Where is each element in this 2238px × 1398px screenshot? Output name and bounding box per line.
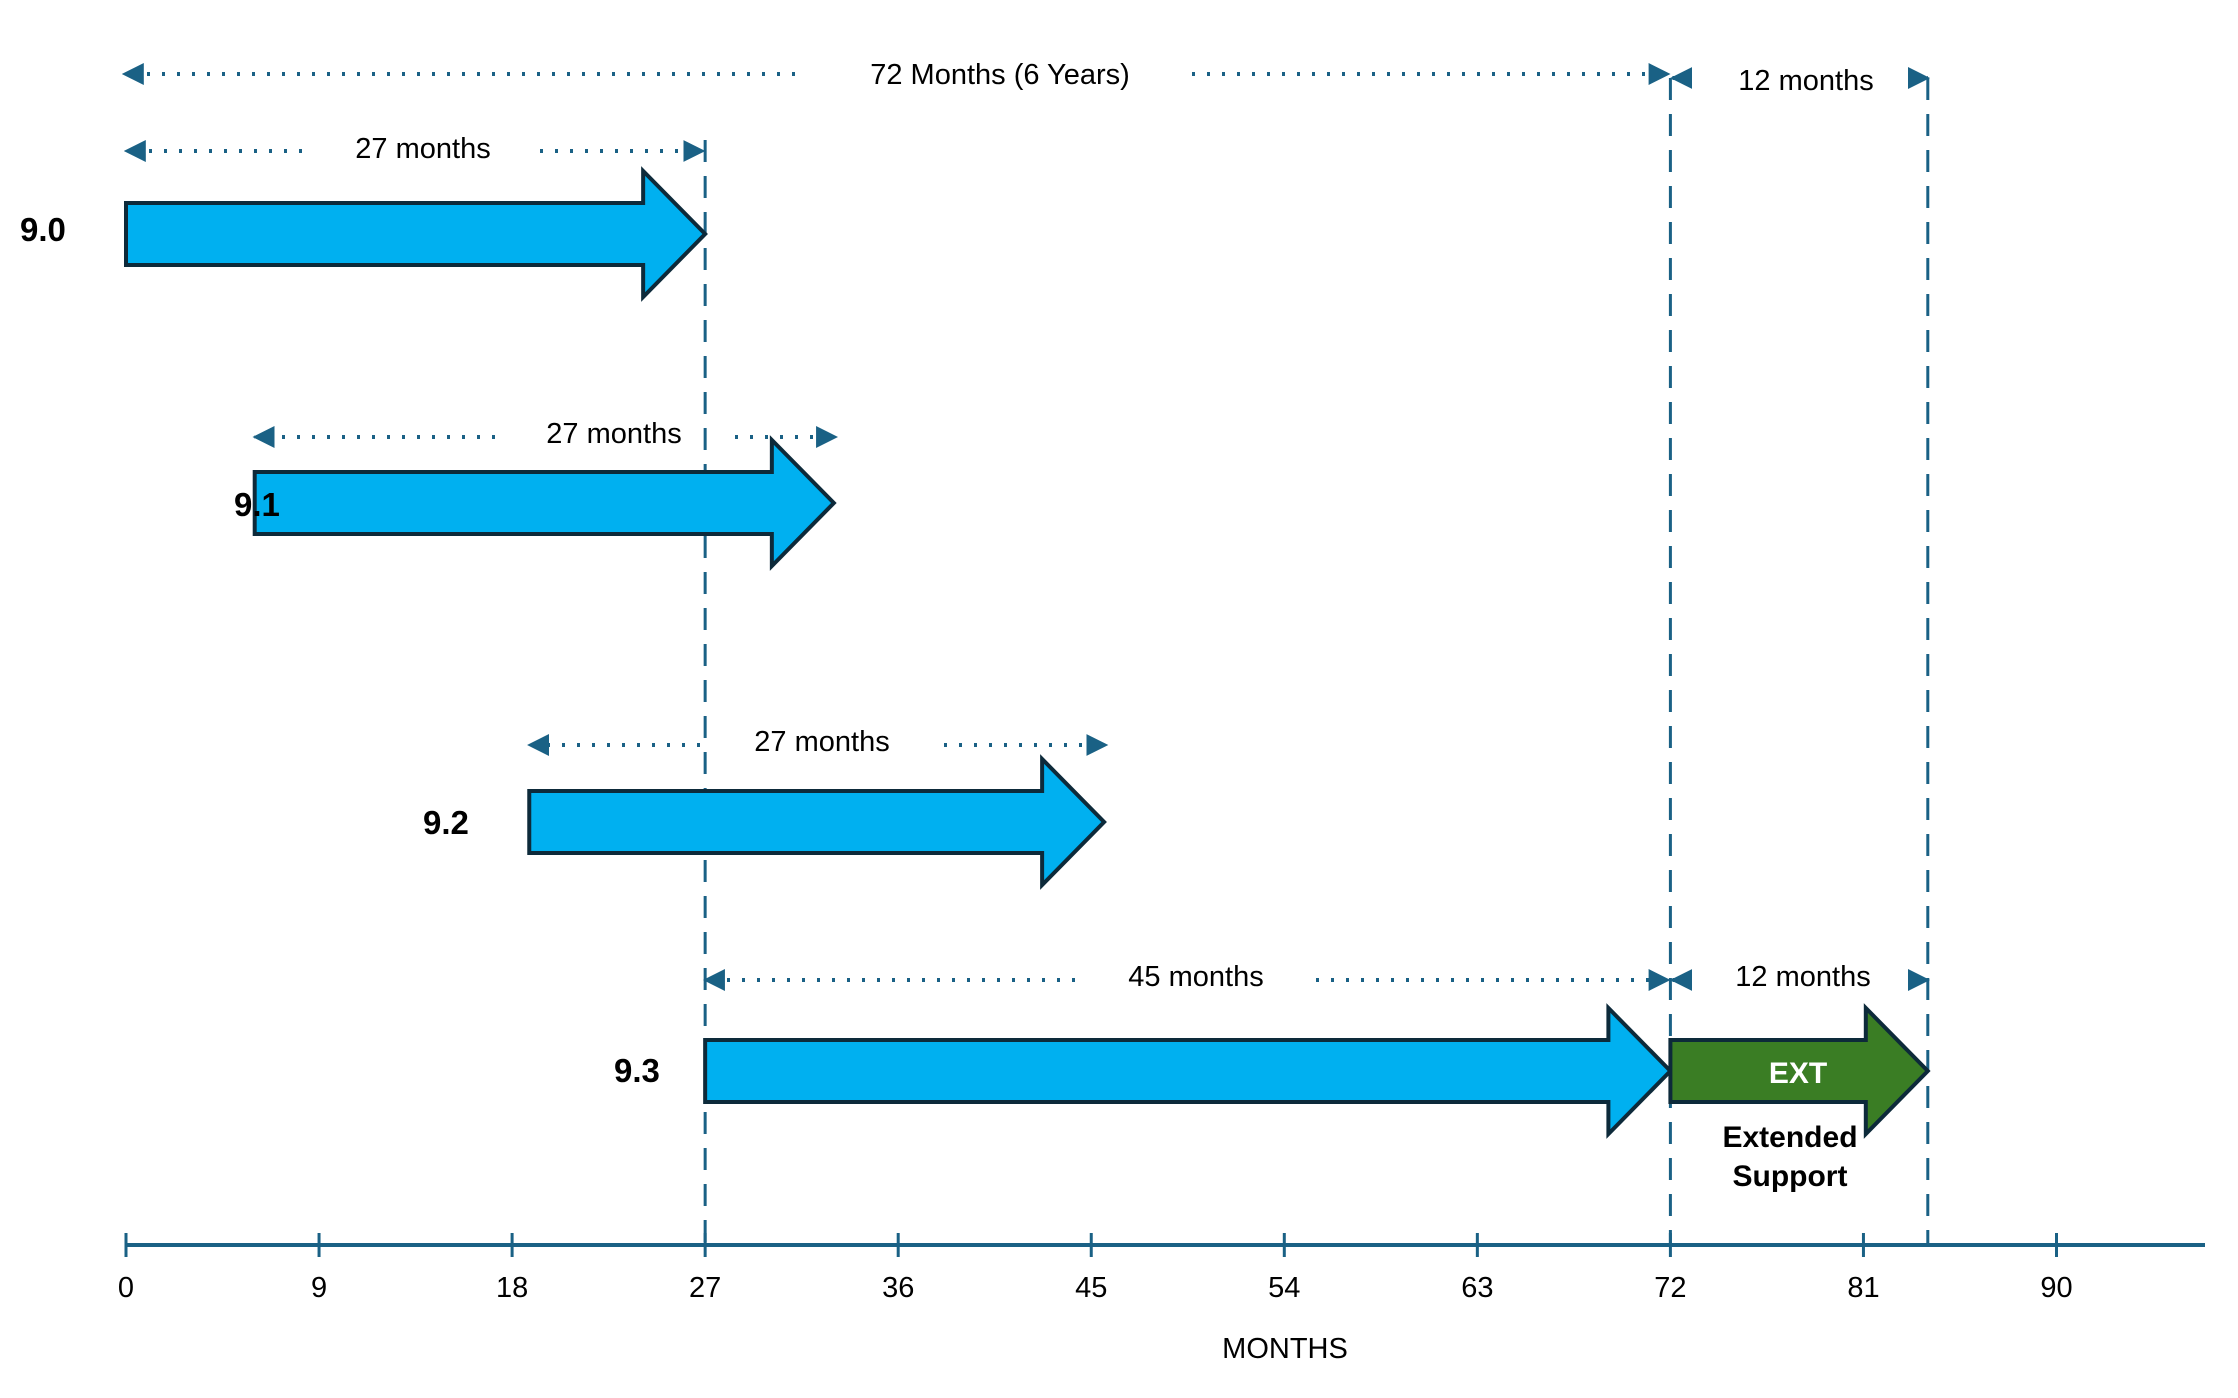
- version-label-9-2: 9.2: [423, 804, 469, 841]
- months-axis: [124, 1233, 2205, 1257]
- tick-label: 72: [1654, 1272, 1686, 1304]
- release-arrow-9-3: [703, 1003, 1674, 1139]
- span-dimension-lines: [121, 63, 1931, 991]
- release-arrow-9-1: [252, 435, 837, 571]
- span-label-9-1: 27 months: [546, 418, 681, 450]
- axis-tick-labels: 0 9 18 27 36 45 54 63 72 81 90: [118, 1272, 2073, 1304]
- axis-title: MONTHS: [1222, 1333, 1348, 1365]
- release-arrow-9-0: [124, 166, 708, 302]
- version-label-9-1: 9.1: [234, 486, 280, 523]
- extended-support-caption-line2: Support: [1733, 1160, 1848, 1193]
- tick-label: 63: [1461, 1272, 1493, 1304]
- release-arrows: [124, 166, 1931, 1139]
- tick-label: 81: [1847, 1272, 1879, 1304]
- tick-label: 90: [2040, 1272, 2072, 1304]
- span-label-9-2: 27 months: [754, 726, 889, 758]
- version-label-9-0: 9.0: [20, 211, 66, 248]
- ext-badge-label: EXT: [1769, 1057, 1827, 1090]
- top-extended-span-label: 12 months: [1738, 65, 1873, 97]
- total-span-label: 72 Months (6 Years): [870, 59, 1130, 91]
- tick-label: 18: [496, 1272, 528, 1304]
- span-label-9-3: 45 months: [1128, 961, 1263, 993]
- extended-support-caption-line1: Extended: [1722, 1121, 1857, 1154]
- tick-label: 45: [1075, 1272, 1107, 1304]
- version-label-9-3: 9.3: [614, 1052, 660, 1089]
- span-label-9-0: 27 months: [355, 133, 490, 165]
- tick-label: 9: [311, 1272, 327, 1304]
- tick-label: 0: [118, 1272, 134, 1304]
- extended-support-arrow: [1668, 1003, 1931, 1139]
- release-arrow-9-2: [527, 754, 1107, 890]
- tick-label: 54: [1268, 1272, 1300, 1304]
- tick-label: 27: [689, 1272, 721, 1304]
- ext-span-label: 12 months: [1735, 961, 1870, 993]
- tick-label: 36: [882, 1272, 914, 1304]
